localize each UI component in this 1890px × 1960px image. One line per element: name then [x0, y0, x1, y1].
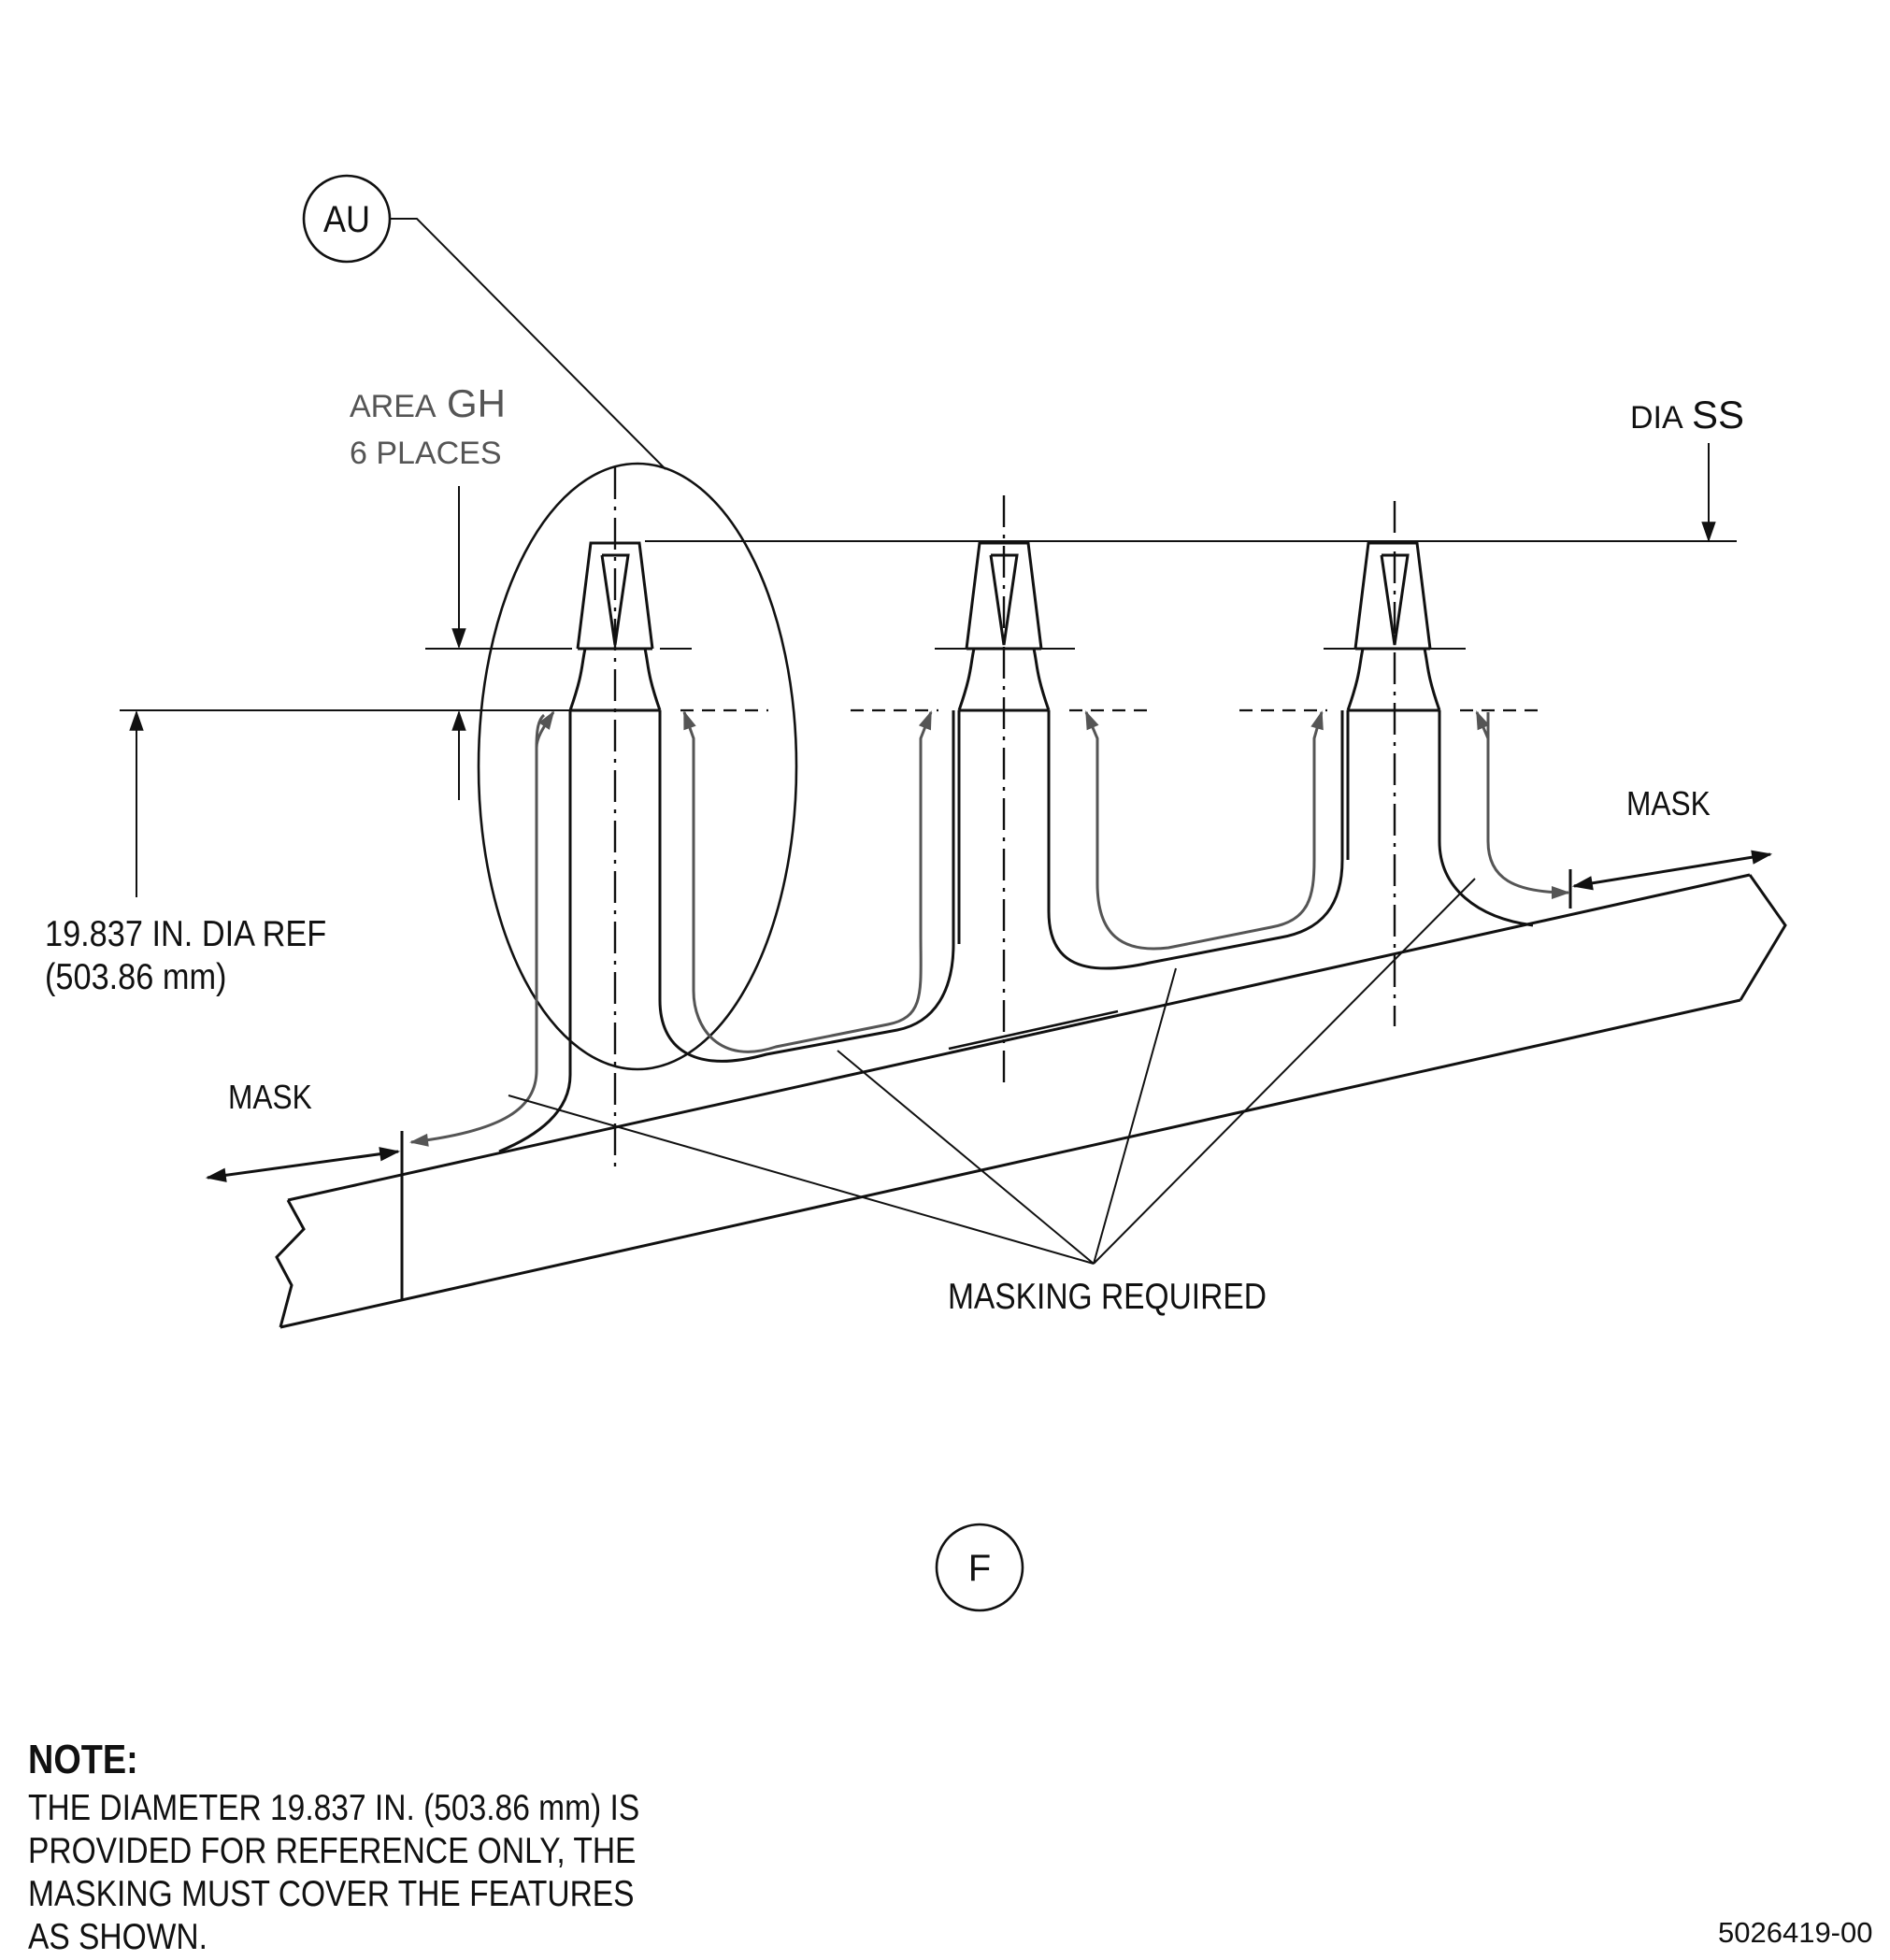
pin-3-tip — [1353, 541, 1432, 651]
ring-upper-edge — [287, 873, 1751, 1202]
mr-leader-3 — [1093, 967, 1177, 1265]
pin-3 — [1239, 501, 1572, 1026]
area-gh-prefix: AREA — [350, 389, 437, 424]
note-block: NOTE: THE DIAMETER 19.837 IN. (503.86 mm… — [28, 1737, 738, 1959]
mr-leader-1 — [508, 1094, 1095, 1265]
detail-au-ellipse — [477, 462, 798, 1071]
detail-au-leader — [390, 218, 666, 470]
note-title: NOTE: — [28, 1737, 138, 1782]
dia-ss-code: SS — [1692, 393, 1744, 436]
mask-leader-pin2-inner — [1084, 710, 1099, 883]
dia-ss-prefix: DIA — [1630, 400, 1683, 436]
ring-hidden-line — [948, 1009, 1119, 1051]
detail-au-label: AU — [323, 199, 370, 240]
mask-left-arrow — [205, 1147, 401, 1182]
mask-left-label: MASK — [228, 1079, 312, 1116]
pin-3-neck — [1346, 648, 1441, 711]
mask-leader-pin3-up — [1475, 710, 1490, 841]
pin-1-tip — [576, 541, 654, 651]
mask-leader-pin1-inner — [682, 710, 696, 991]
mr-leader-4 — [1093, 878, 1476, 1265]
pin-2-tip — [965, 541, 1043, 651]
ring-left-break — [275, 1199, 306, 1328]
pin-1-outline — [498, 710, 955, 1153]
note-body: THE DIAMETER 19.837 IN. (503.86 mm) IS P… — [28, 1788, 640, 1957]
mask-right-label: MASK — [1626, 785, 1711, 823]
document-number: 5026419-00 — [1718, 1916, 1873, 1949]
view-f-bubble — [935, 1523, 1024, 1612]
view-f-label: F — [968, 1548, 991, 1589]
mask-leader-pin3-right — [1486, 712, 1570, 899]
ring-lower-edge — [279, 998, 1741, 1329]
mr-leader-2 — [837, 1050, 1095, 1265]
pin-3-outline — [1346, 710, 1534, 927]
mask-leader-pin1-outer — [535, 710, 555, 749]
pin-2-outline — [957, 710, 1344, 970]
area-gh-code: GH — [447, 381, 506, 425]
base-ring — [275, 873, 1787, 1329]
mask-right-arrow — [1571, 850, 1773, 891]
mask-leader-pin2-right — [1095, 710, 1324, 951]
pin-2 — [851, 495, 1344, 1086]
pin-1 — [498, 467, 955, 1166]
pin-2-neck — [957, 648, 1051, 711]
area-places-label: 6 PLACES — [350, 436, 502, 471]
ref-dia-line-2: (503.86 mm) — [45, 956, 226, 997]
ref-dia-line-1: 19.837 IN. DIA REF — [45, 913, 326, 954]
masking-leaders — [409, 710, 1570, 1147]
masking-required-label: MASKING REQUIRED — [948, 1276, 1267, 1317]
mask-leader-pin1-right — [692, 710, 933, 1053]
ring-right-break — [1739, 874, 1787, 1001]
pin-1-neck — [568, 648, 662, 711]
masking-required-leaders — [508, 878, 1476, 1265]
